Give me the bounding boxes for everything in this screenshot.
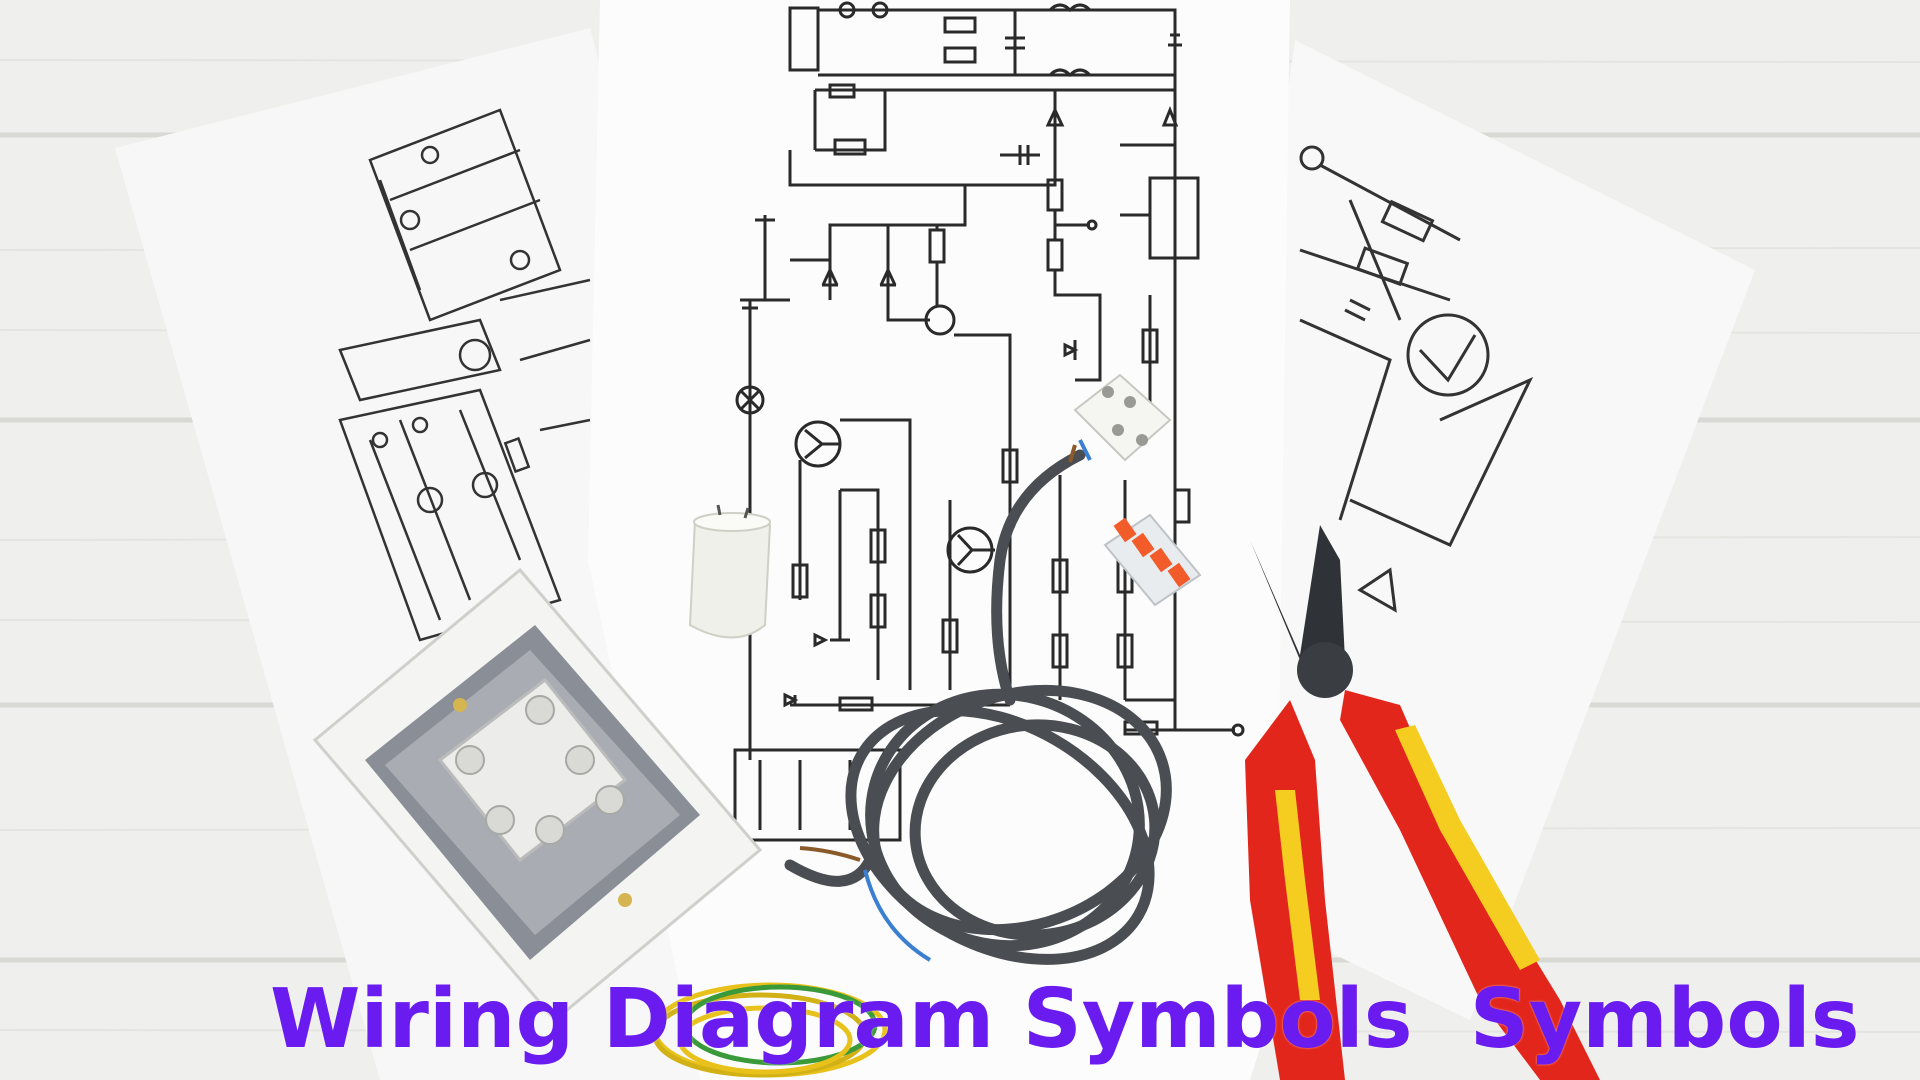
wiring-diagram-sheet-center — [588, 0, 1290, 1080]
wiring-diagram-sheet-right — [1180, 40, 1755, 1020]
wall-switch — [312, 567, 763, 1023]
banner-title: Wiring Diagram Symbols Symbols — [270, 972, 1860, 1067]
pliers — [1245, 525, 1600, 1080]
cable-wire-ends — [799, 439, 1092, 962]
lever-connector — [1103, 513, 1202, 607]
terminal-block — [1073, 373, 1172, 462]
capacitor — [688, 504, 772, 639]
yellow-wire-coil — [652, 982, 888, 1078]
coiled-cable — [784, 449, 1172, 965]
